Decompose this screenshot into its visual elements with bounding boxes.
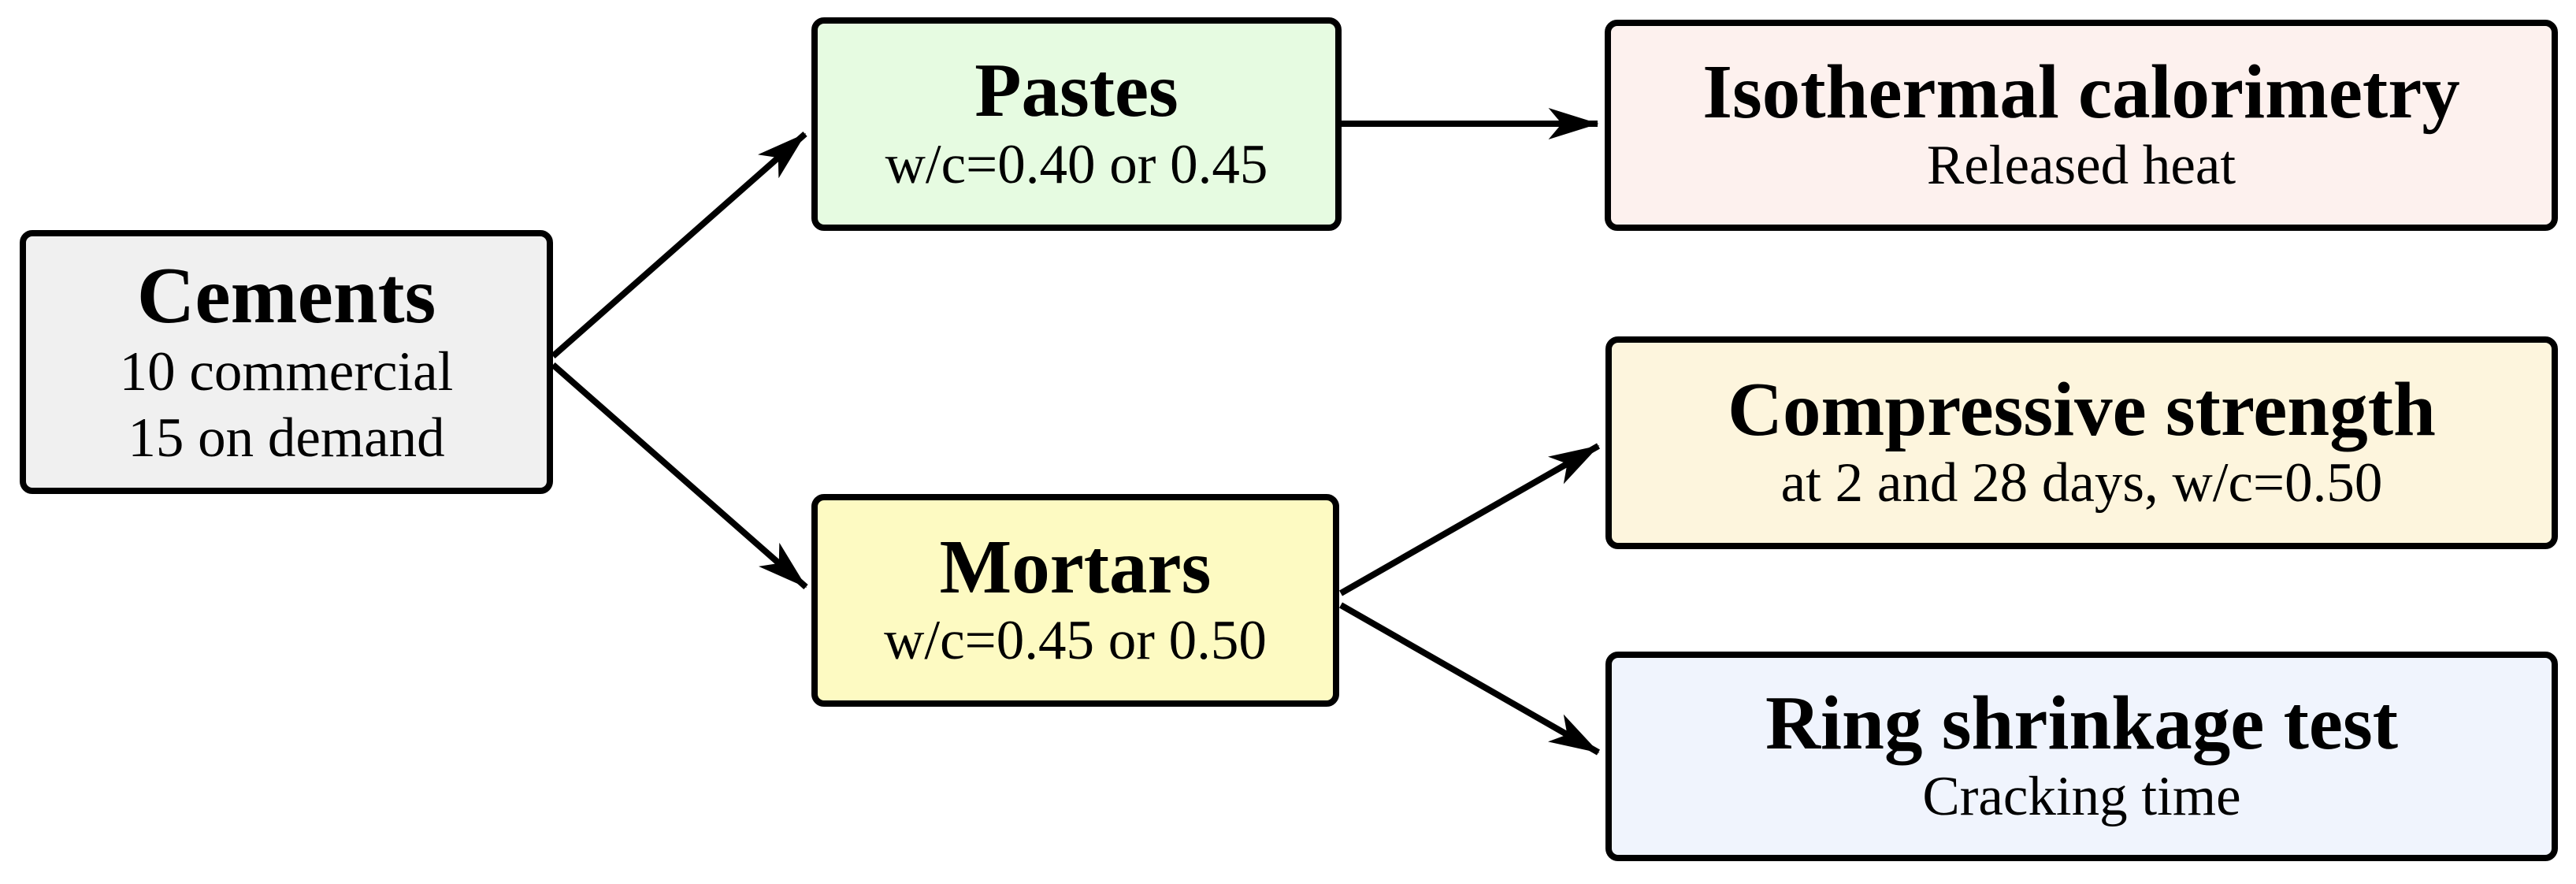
node-cements-line-2: 15 on demand [128,407,445,469]
node-pastes: Pastes w/c=0.40 or 0.45 [811,17,1342,231]
node-pastes-title: Pastes [974,48,1179,133]
edge-mortars-ring [1339,602,1600,756]
node-ring-shrinkage-test: Ring shrinkage test Cracking time [1605,652,2558,861]
node-compressive-strength: Compressive strength at 2 and 28 days, w… [1605,336,2558,549]
node-isothermal-title: Isothermal calorimetry [1702,49,2460,134]
node-isothermal-line-1: Released heat [1926,135,2236,197]
node-mortars-title: Mortars [939,524,1212,609]
node-cements-title: Cements [136,251,436,340]
node-compressive-line-1: at 2 and 28 days, w/c=0.50 [1780,452,2383,514]
node-isothermal-calorimetry: Isothermal calorimetry Released heat [1605,20,2558,231]
node-ring-title: Ring shrinkage test [1765,680,2398,765]
node-mortars: Mortars w/c=0.45 or 0.50 [811,494,1339,707]
node-pastes-line-1: w/c=0.40 or 0.45 [885,133,1268,195]
edge-cements-pastes [551,131,807,359]
node-cements-line-1: 10 commercial [119,340,454,403]
node-mortars-line-1: w/c=0.45 or 0.50 [884,610,1267,672]
edge-mortars-compressive [1339,443,1600,596]
node-cements: Cements 10 commercial 15 on demand [20,230,553,494]
node-compressive-title: Compressive strength [1727,366,2436,451]
node-ring-line-1: Cracking time [1922,766,2241,828]
edge-cements-mortars [551,362,808,590]
